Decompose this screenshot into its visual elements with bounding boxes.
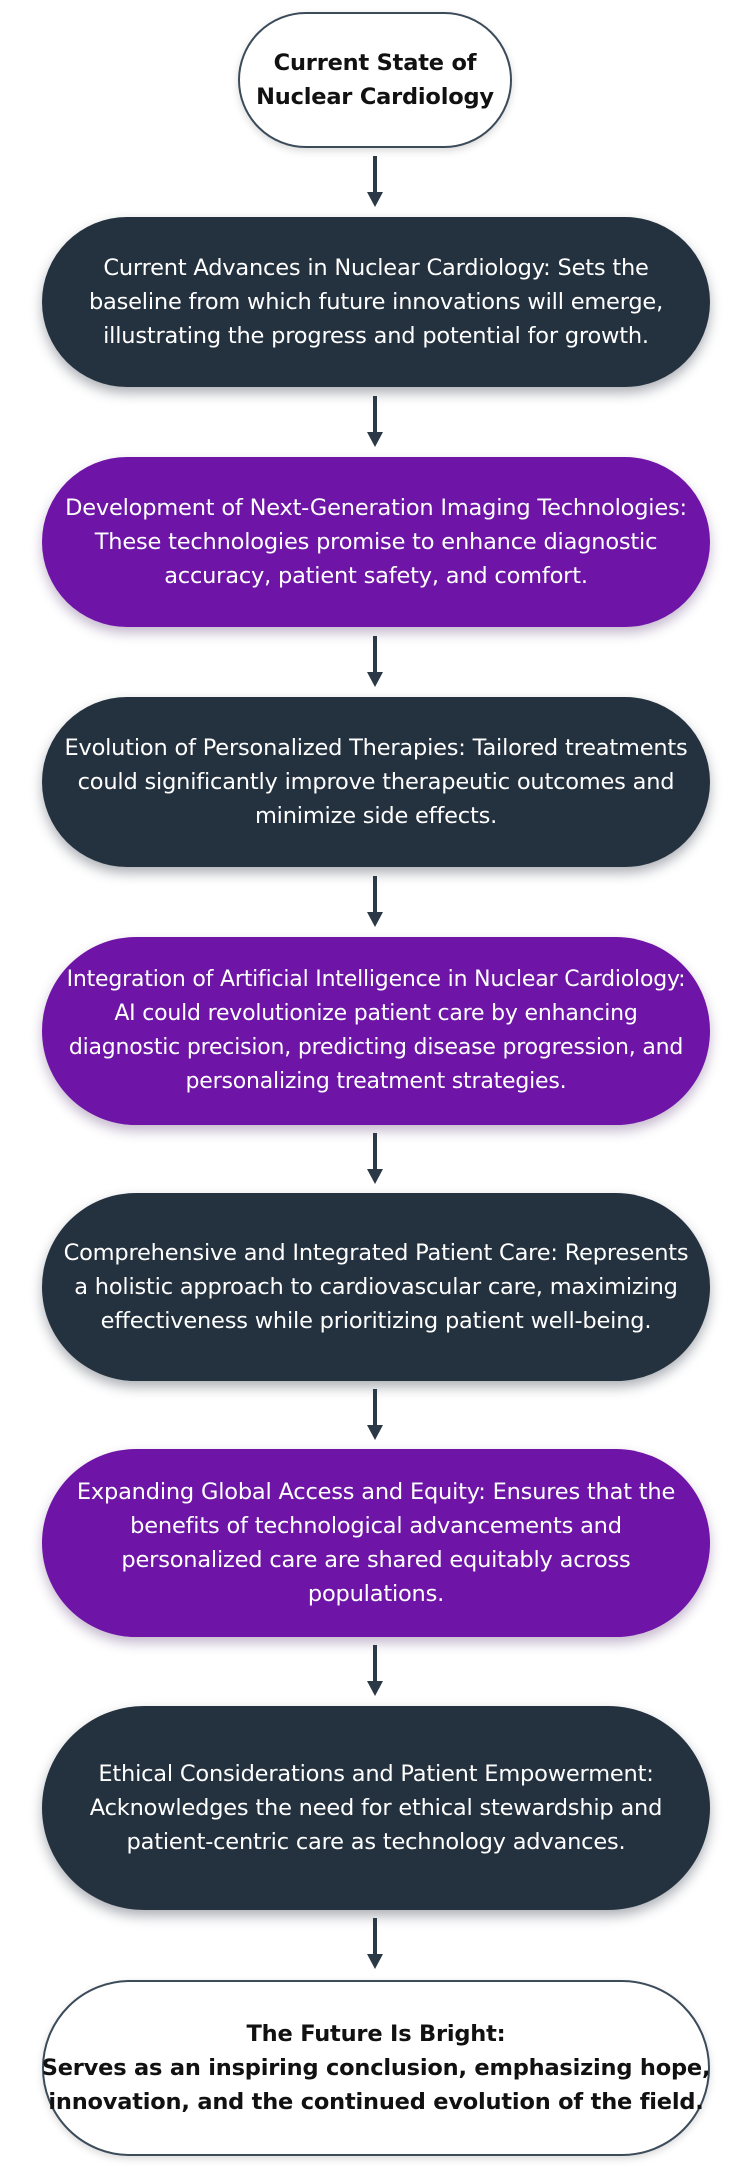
node-artificial-intelligence-line-1: Integration of Artificial Intelligence i…: [66, 967, 686, 992]
node-future-bright-line-1: Serves as an inspiring conclusion, empha…: [41, 2055, 711, 2081]
node-imaging-technologies-line-1: Development of Next-Generation Imaging T…: [65, 495, 687, 521]
node-current-advances-line-2: baseline from which future innovations w…: [88, 289, 664, 315]
node-integrated-care: Comprehensive and Integrated Patient Car…: [42, 1193, 710, 1381]
node-global-access-line-3: personalized care are shared equitably a…: [121, 1547, 631, 1573]
arrow-down-icon: [367, 876, 383, 927]
node-global-access-line-2: benefits of technological advancements a…: [130, 1513, 622, 1539]
node-artificial-intelligence: Integration of Artificial Intelligence i…: [42, 937, 710, 1125]
node-global-access-line-1: Expanding Global Access and Equity: Ensu…: [76, 1479, 676, 1505]
node-future-bright-title: The Future Is Bright:: [246, 2021, 506, 2047]
node-future-bright: The Future Is Bright: Serves as an inspi…: [42, 1980, 710, 2156]
arrow-down-icon: [367, 636, 383, 687]
node-global-access: Expanding Global Access and Equity: Ensu…: [42, 1449, 710, 1637]
arrow-down-icon: [367, 156, 383, 207]
node-personalized-therapies-line-2: could significantly improve therapeutic …: [77, 769, 675, 795]
node-current-advances-line-1: Current Advances in Nuclear Cardiology: …: [103, 255, 649, 281]
arrow-down-icon: [367, 1645, 383, 1696]
node-integrated-care-line-3: effectiveness while prioritizing patient…: [100, 1308, 652, 1334]
node-global-access-line-4: populations.: [307, 1581, 445, 1607]
node-start-line-1: Current State of: [273, 50, 477, 76]
node-integrated-care-line-2: a holistic approach to cardiovascular ca…: [74, 1274, 678, 1300]
node-imaging-technologies-line-2: These technologies promise to enhance di…: [94, 529, 658, 555]
arrow-down-icon: [367, 1918, 383, 1969]
node-current-advances: Current Advances in Nuclear Cardiology: …: [42, 217, 710, 387]
node-start: Current State of Nuclear Cardiology: [238, 12, 512, 148]
node-personalized-therapies-line-1: Evolution of Personalized Therapies: Tai…: [64, 735, 688, 761]
node-artificial-intelligence-line-3: diagnostic precision, predicting disease…: [68, 1035, 684, 1060]
node-personalized-therapies-line-3: minimize side effects.: [254, 803, 498, 829]
arrow-down-icon: [367, 1389, 383, 1440]
node-imaging-technologies-line-3: accuracy, patient safety, and comfort.: [164, 563, 588, 589]
node-ethical-considerations-line-1: Ethical Considerations and Patient Empow…: [98, 1761, 654, 1787]
node-artificial-intelligence-line-2: AI could revolutionize patient care by e…: [114, 1001, 638, 1026]
node-current-advances-line-3: illustrating the progress and potential …: [103, 323, 649, 349]
node-future-bright-line-2: innovation, and the continued evolution …: [48, 2089, 704, 2115]
arrow-down-icon: [367, 1133, 383, 1184]
node-ethical-considerations-line-2: Acknowledges the need for ethical stewar…: [89, 1795, 663, 1821]
node-ethical-considerations-line-3: patient-centric care as technology advan…: [126, 1829, 626, 1855]
node-ethical-considerations: Ethical Considerations and Patient Empow…: [42, 1706, 710, 1910]
node-start-line-2: Nuclear Cardiology: [256, 84, 494, 110]
arrow-down-icon: [367, 396, 383, 447]
node-integrated-care-line-1: Comprehensive and Integrated Patient Car…: [63, 1240, 689, 1266]
node-imaging-technologies: Development of Next-Generation Imaging T…: [42, 457, 710, 627]
node-personalized-therapies: Evolution of Personalized Therapies: Tai…: [42, 697, 710, 867]
node-artificial-intelligence-line-4: personalizing treatment strategies.: [185, 1069, 567, 1094]
